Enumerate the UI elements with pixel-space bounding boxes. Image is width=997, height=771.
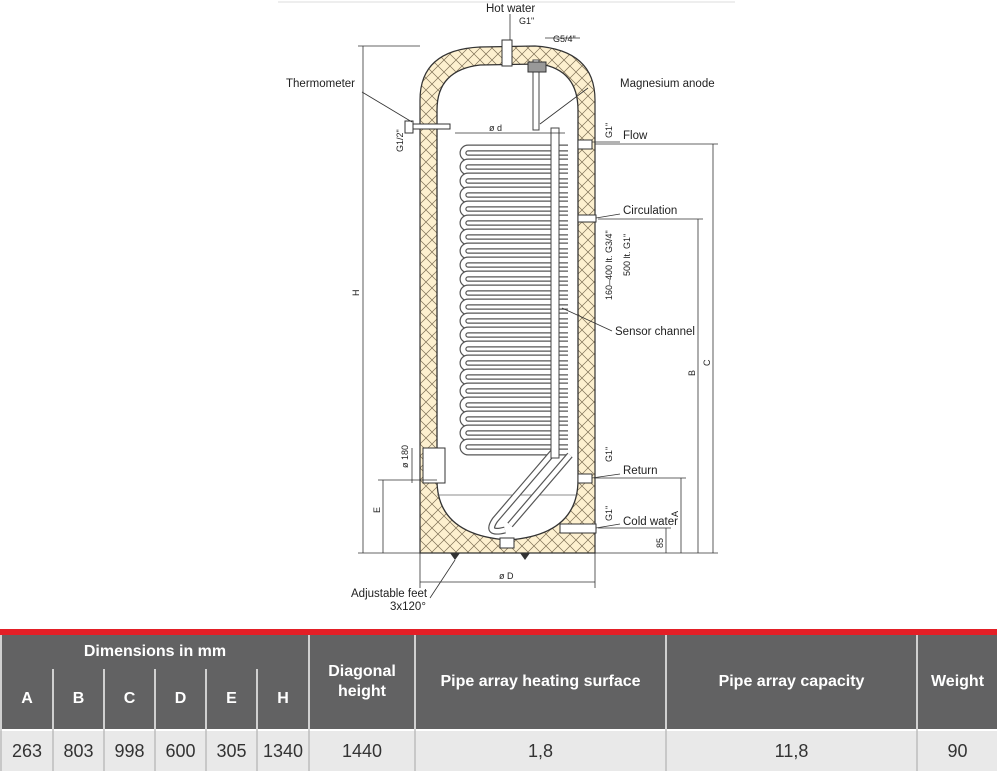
label-sensor-channel: Sensor channel [615, 326, 695, 338]
heat-exchanger-coil [459, 144, 568, 456]
label-top-port-size: G5/4" [553, 34, 576, 44]
coil-loop [460, 397, 568, 413]
red-separator [0, 629, 997, 635]
label-flange-diameter: ø 180 [400, 445, 410, 468]
coil-loop [460, 215, 568, 231]
cold-water-nozzle [559, 523, 597, 534]
col-D-header: D [154, 669, 207, 730]
dim-B: B [687, 370, 697, 376]
cell-D: 600 [154, 729, 207, 771]
label-circulation: Circulation [623, 205, 677, 217]
coil-loop [460, 145, 568, 161]
col-B-header: B [52, 669, 105, 730]
label-flow: Flow [623, 130, 648, 142]
col-H-header: H [256, 669, 310, 730]
cell-heating: 1,8 [414, 729, 667, 771]
foot-right [520, 553, 530, 560]
foot-left [450, 553, 460, 560]
label-cold-water-size: G1" [604, 506, 614, 521]
coil-loop [460, 327, 568, 343]
flow-nozzle [577, 139, 593, 150]
coil-loop [460, 285, 568, 301]
dim-C: C [702, 359, 712, 366]
dim-H: H [351, 290, 361, 297]
coil-loop [460, 271, 568, 287]
boiler-technical-drawing: Hot water G1" G5/4" Thermometer G1/2" Ma… [278, 1, 735, 613]
cell-H: 1340 [256, 729, 310, 771]
magnesium-anode-rod [532, 59, 540, 131]
label-return: Return [623, 465, 658, 477]
table-row: 263 803 998 600 305 1340 1440 1,8 11,8 9… [0, 729, 997, 771]
coil-loop [460, 159, 568, 175]
coil-loop [460, 411, 568, 427]
cell-A: 263 [0, 729, 54, 771]
label-outer-diameter: ø D [499, 571, 514, 581]
return-nozzle [577, 473, 593, 484]
dim-A: A [670, 511, 680, 517]
label-return-size: G1" [604, 447, 614, 462]
label-thermometer-size: G1/2" [395, 129, 405, 152]
coil-loop [460, 243, 568, 259]
label-thermometer: Thermometer [286, 78, 355, 90]
label-hot-water-size: G1" [519, 16, 534, 26]
pipe-capacity-header: Pipe array capacity [665, 635, 918, 730]
label-feet-spec: 3x120° [390, 601, 426, 613]
col-A-header: A [0, 669, 54, 730]
inspection-flange [422, 447, 446, 484]
coil-loop [460, 313, 568, 329]
label-85: 85 [655, 538, 665, 548]
specification-table: Dimensions in mm Diagonal height Pipe ar… [0, 635, 997, 771]
sensor-channel-tube [550, 127, 560, 459]
label-hot-water: Hot water [486, 3, 535, 15]
label-circulation-size-2: 500 lt. G1" [622, 234, 632, 276]
coil-loop [460, 257, 568, 273]
label-adjustable-feet: Adjustable feet [351, 588, 428, 600]
hot-water-nozzle [501, 39, 513, 67]
dim-E: E [372, 507, 382, 513]
cell-capacity: 11,8 [665, 729, 918, 771]
col-E-header: E [205, 669, 258, 730]
label-magnesium-anode: Magnesium anode [620, 78, 715, 90]
thermometer-fitting [411, 123, 451, 130]
coil-loop [460, 383, 568, 399]
heating-surface-header: Pipe array heating surface [414, 635, 667, 730]
coil-loop [460, 439, 568, 455]
coil-loop [460, 173, 568, 189]
coil-loop [460, 355, 568, 371]
coil-loop [460, 369, 568, 385]
cell-weight: 90 [916, 729, 997, 771]
coil-loop [460, 341, 568, 357]
cell-C: 998 [103, 729, 156, 771]
label-circulation-size-1: 160–400 lt. G3/4" [604, 230, 614, 300]
col-C-header: C [103, 669, 156, 730]
weight-header: Weight [916, 635, 997, 730]
cell-diagonal: 1440 [308, 729, 416, 771]
cell-E: 305 [205, 729, 258, 771]
cell-B: 803 [52, 729, 105, 771]
label-flow-size: G1" [604, 123, 614, 138]
circulation-nozzle [577, 214, 597, 223]
diagonal-height-header: Diagonal height [308, 635, 416, 730]
coil-loop [460, 187, 568, 203]
coil-loop [460, 229, 568, 245]
coil-loop [460, 299, 568, 315]
coil-loop [460, 425, 568, 441]
coil-loop [460, 201, 568, 217]
label-cold-water: Cold water [623, 516, 678, 528]
dimensions-group-header: Dimensions in mm [0, 635, 310, 669]
label-inner-diameter: ø d [489, 123, 502, 133]
